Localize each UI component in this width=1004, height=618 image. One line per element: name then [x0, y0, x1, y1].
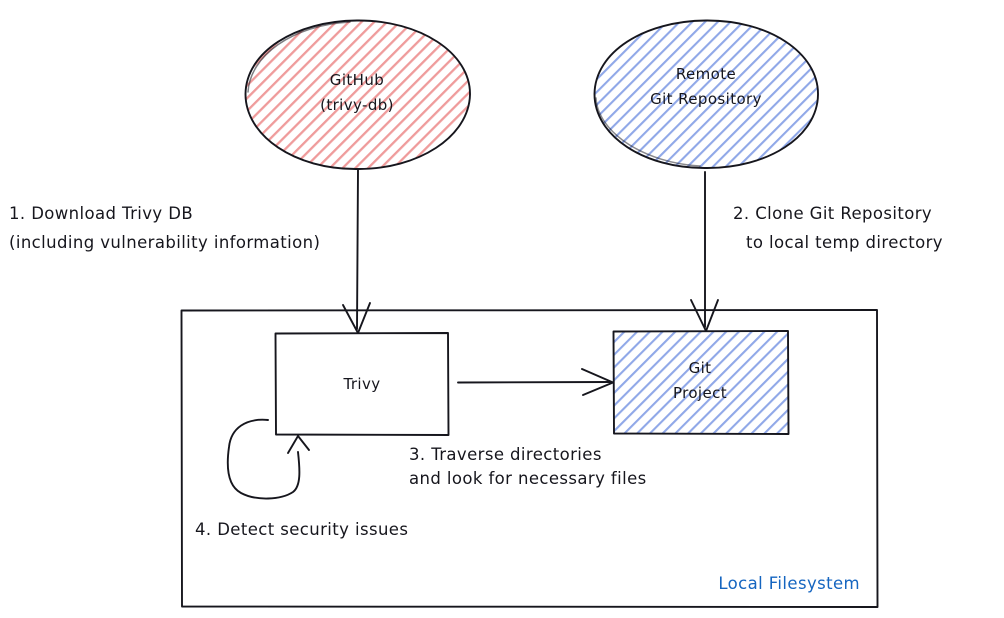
remote-repo-label-line2: Git Repository — [650, 90, 762, 108]
git-project-label-line2: Project — [673, 384, 727, 402]
edge-download-arrow — [342, 169, 371, 334]
step-3-label: 3. Traverse directories and look for nec… — [409, 445, 647, 488]
local-filesystem-label: Local Filesystem — [718, 574, 860, 593]
step-4-line-1: 4. Detect security issues — [195, 520, 408, 539]
node-remote-git-repository[interactable]: Remote Git Repository — [593, 19, 819, 169]
local-filesystem-outline — [180, 309, 879, 608]
github-label-line1: GitHub — [330, 71, 384, 89]
github-ellipse-outline — [244, 19, 471, 170]
step-3-line-1: 3. Traverse directories — [409, 445, 602, 464]
remote-repo-label-line1: Remote — [676, 65, 736, 83]
trivy-box-outline — [274, 332, 450, 436]
traverse-arrow-shaft — [457, 381, 612, 384]
edge-traverse-arrow — [457, 368, 614, 396]
step-4-label: 4. Detect security issues — [195, 520, 408, 539]
remote-repo-ellipse-outline — [593, 19, 819, 169]
edge-clone-arrow — [690, 171, 719, 332]
trivy-label: Trivy — [342, 375, 380, 393]
node-git-project[interactable]: Git Project — [612, 330, 790, 435]
node-github[interactable]: GitHub (trivy-db) — [244, 19, 471, 170]
git-project-box-outline — [612, 330, 790, 435]
edge-detect-loop-arrow — [226, 418, 310, 500]
detect-loop-shaft — [226, 418, 301, 500]
github-ellipse-fill — [245, 20, 470, 169]
remote-repo-ellipse-sketch-overstroke — [595, 97, 701, 167]
step-3-line-2: and look for necessary files — [409, 469, 647, 488]
step-1-line-2: (including vulnerability information) — [9, 233, 320, 252]
step-1-label: 1. Download Trivy DB (including vulnerab… — [9, 204, 320, 252]
step-2-label: 2. Clone Git Repository to local temp di… — [733, 204, 943, 252]
node-trivy[interactable]: Trivy — [274, 332, 450, 436]
detect-loop-arrow-head — [287, 435, 310, 454]
github-ellipse-sketch-overstroke — [247, 21, 351, 93]
step-2-line-2: to local temp directory — [746, 233, 943, 252]
download-arrow-shaft — [356, 169, 359, 330]
traverse-arrow-head — [581, 368, 614, 396]
git-project-label-line1: Git — [689, 359, 712, 377]
step-1-line-1: 1. Download Trivy DB — [9, 204, 193, 223]
node-local-filesystem[interactable]: Local Filesystem — [180, 309, 879, 608]
remote-repo-ellipse-fill — [594, 20, 818, 168]
step-2-line-1: 2. Clone Git Repository — [733, 204, 932, 223]
git-project-box-fill — [613, 331, 788, 434]
github-label-line2: (trivy-db) — [320, 96, 394, 114]
